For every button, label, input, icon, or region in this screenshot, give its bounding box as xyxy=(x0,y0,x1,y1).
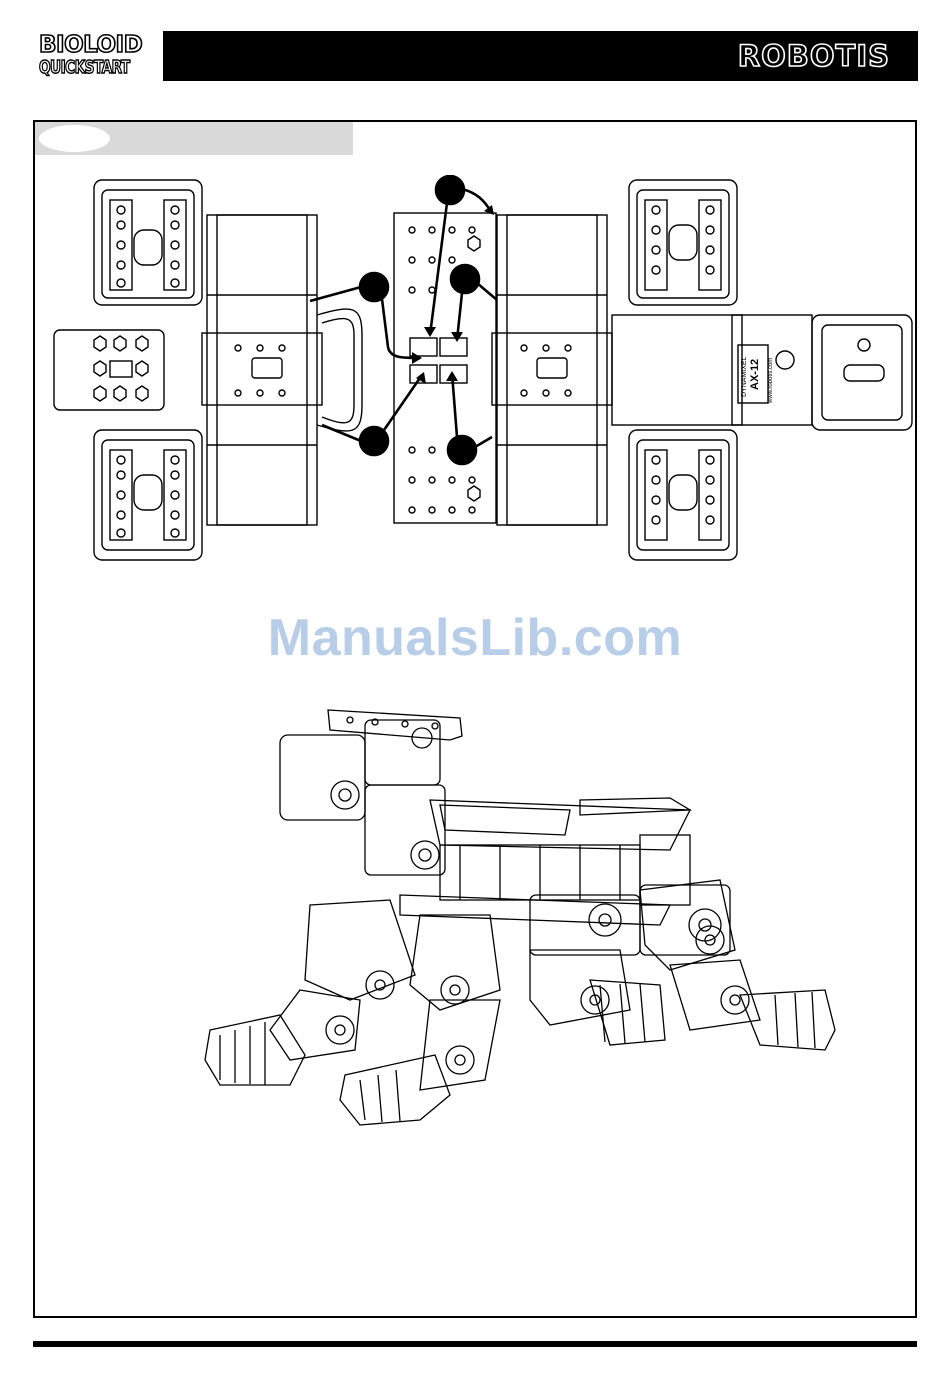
page-header: BIOLOID QUICKSTART ROBOTIS xyxy=(33,31,918,83)
right-servo-block xyxy=(492,215,612,525)
left-bottom-frame xyxy=(94,430,202,560)
servo-maker-label: DYNAMIXEL xyxy=(741,356,748,397)
left-top-frame xyxy=(94,180,202,305)
perspective-robot-diagram xyxy=(200,700,840,1140)
bioloid-quickstart-logo: BIOLOID QUICKSTART xyxy=(33,31,161,83)
footer-rule xyxy=(33,1341,917,1347)
robotis-brand: ROBOTIS xyxy=(738,39,890,73)
header-bar: ROBOTIS xyxy=(163,31,918,81)
servo-model-label: AX-12 xyxy=(749,359,761,390)
right-top-frame xyxy=(629,180,737,305)
tail-servo xyxy=(612,315,912,430)
left-head-bracket xyxy=(54,330,164,410)
servo-url-label: www.robotis.com xyxy=(768,358,774,404)
center-plate xyxy=(394,213,496,523)
step-number-oval xyxy=(39,125,110,152)
watermark-text: ManualsLib.com xyxy=(0,608,950,668)
logo-title: BIOLOID xyxy=(39,33,142,57)
left-servo-block xyxy=(202,215,322,525)
logo-subtitle: QUICKSTART xyxy=(39,57,130,79)
top-view-diagram: AX-12 DYNAMIXEL www.robotis.com xyxy=(52,175,922,575)
right-bottom-frame xyxy=(629,430,737,560)
step-tab xyxy=(35,122,353,155)
